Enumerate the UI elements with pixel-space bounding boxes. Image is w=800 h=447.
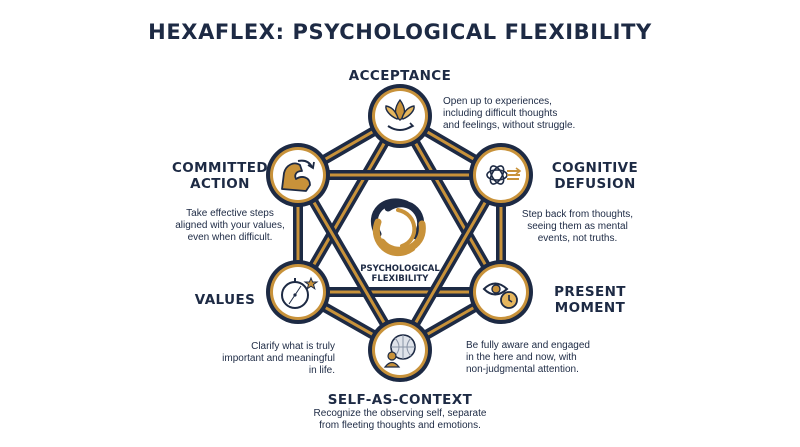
desc-acceptance: Open up to experiences,including difficu… [443,96,576,131]
node-self-as-context [368,318,432,382]
center-knot-icon [368,196,432,260]
node-cognitive-defusion [469,143,533,207]
desc-cognitive-defusion: Step back from thoughts,seeing them as m… [521,209,634,244]
label-values: VALUES [194,292,256,308]
flexed-arm-icon [281,159,315,192]
observer-icon [383,334,416,368]
star-triangle-down [293,170,506,355]
node-acceptance [368,84,432,148]
label-acceptance: ACCEPTANCE [348,68,452,84]
star-triangle-up [293,111,506,297]
label-self-as-context: SELF-AS-CONTEXT [327,392,473,408]
tangled-thought-icon [486,165,522,185]
node-committed-action [266,143,330,207]
node-values [266,260,330,324]
compass-icon [281,276,319,309]
lotus-icon [385,98,415,131]
node-present-moment [469,260,533,324]
diagram-title: HEXAFLEX: PSYCHOLOGICAL FLEXIBILITY [148,20,652,44]
eye-clock-icon [482,282,518,309]
